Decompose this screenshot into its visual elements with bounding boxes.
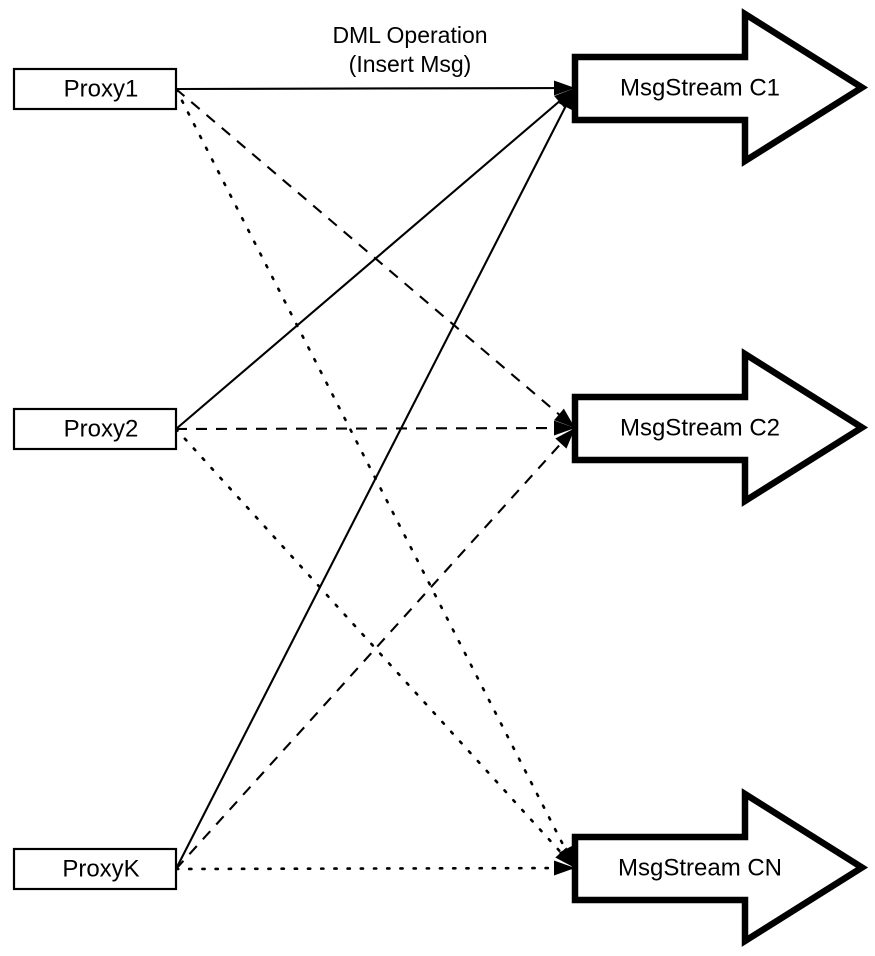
arrowhead-proxyk-cn (553, 860, 575, 876)
proxy-box-proxy2[interactable] (12, 407, 178, 451)
stream-label-cn: MsgStream CN (618, 854, 782, 881)
stream-node-c1[interactable]: MsgStream C1 (571, 8, 869, 167)
proxy-node-proxy1[interactable]: Proxy1 (12, 67, 178, 111)
arrowhead-proxy2-c2 (553, 420, 575, 436)
proxy-box-proxyk[interactable] (12, 847, 178, 891)
stream-arrow-shape-c1[interactable] (571, 8, 869, 167)
arrowhead-proxy1-c2 (554, 408, 575, 428)
stream-node-c2[interactable]: MsgStream C2 (571, 348, 869, 507)
stream-arrow-shape-c2[interactable] (571, 348, 869, 507)
edge-proxy2-c2 (175, 426, 576, 431)
proxy-label-proxy2: Proxy2 (64, 415, 139, 442)
edge-caption: DML Operation (Insert Msg) (332, 22, 487, 77)
arrowhead-proxy1-c1 (553, 80, 575, 96)
streams-layer: MsgStream C1 MsgStream C2 MsgStream CN (571, 8, 869, 947)
arrowhead-proxy2-cn (555, 847, 575, 868)
edge-caption-line2: (Insert Msg) (349, 51, 472, 77)
proxy-label-proxy1: Proxy1 (64, 75, 139, 102)
proxy-node-proxyk[interactable]: ProxyK (12, 847, 178, 891)
arrowhead-proxy2-c1 (554, 88, 575, 108)
edge-proxy2-c1 (175, 87, 576, 430)
edge-caption-line1: DML Operation (332, 22, 487, 48)
arrowhead-proxyk-c2 (555, 428, 575, 449)
edge-proxy1-c1 (175, 86, 576, 91)
edges-layer (174, 86, 577, 871)
stream-label-c2: MsgStream C2 (620, 414, 780, 441)
stream-arrow-shape-cn[interactable] (571, 788, 869, 947)
arrowheads-layer (553, 80, 575, 876)
proxy-label-proxyk: ProxyK (62, 855, 139, 882)
stream-label-c1: MsgStream C1 (620, 74, 780, 101)
edge-proxyk-cn (174, 866, 577, 871)
stream-node-cn[interactable]: MsgStream CN (571, 788, 869, 947)
edge-proxyk-c1 (175, 87, 576, 870)
proxy-node-proxy2[interactable]: Proxy2 (12, 407, 178, 451)
proxy-box-proxy1[interactable] (12, 67, 178, 111)
arrowhead-proxyk-c1 (558, 88, 575, 111)
